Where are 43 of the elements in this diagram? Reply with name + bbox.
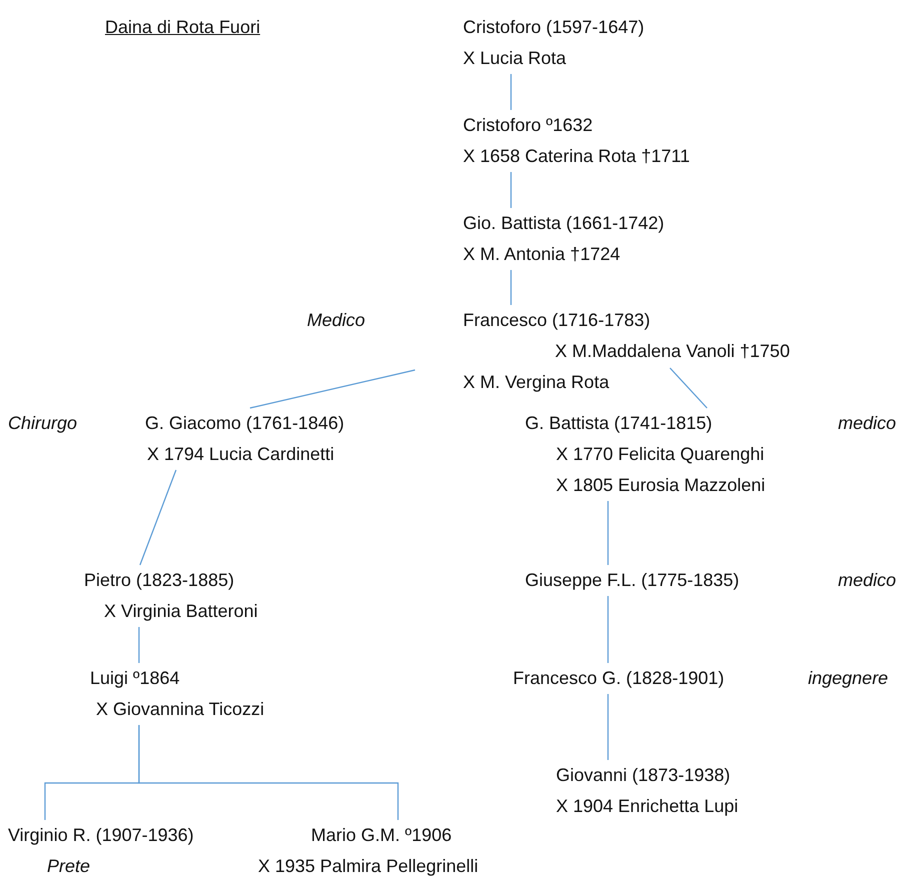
- connector-line: [138, 627, 140, 663]
- connector-line: [510, 172, 512, 208]
- person-name: Mario G.M. º1906: [311, 824, 452, 847]
- person-name: Luigi º1864: [90, 667, 180, 690]
- person-name: Giovanni (1873-1938): [556, 764, 730, 787]
- profession-label: ingegnere: [808, 667, 888, 690]
- marriage-entry: X M.Maddalena Vanoli †1750: [555, 340, 790, 363]
- connector-line: [250, 369, 416, 409]
- profession-label: medico: [838, 569, 896, 592]
- person-name: Francesco G. (1828-1901): [513, 667, 724, 690]
- marriage-entry: X 1770 Felicita Quarenghi: [556, 443, 764, 466]
- profession-label: medico: [838, 412, 896, 435]
- connector-line: [607, 596, 609, 663]
- marriage-entry: X 1658 Caterina Rota †1711: [463, 145, 690, 168]
- profession-label: Prete: [47, 855, 90, 878]
- person-name: G. Battista (1741-1815): [525, 412, 712, 435]
- marriage-entry: X 1805 Eurosia Mazzoleni: [556, 474, 766, 497]
- person-name: Pietro (1823-1885): [84, 569, 234, 592]
- connector-line: [138, 725, 399, 820]
- marriage-entry: X Giovannina Ticozzi: [96, 698, 264, 721]
- marriage-entry: X M. Vergina Rota: [463, 371, 610, 394]
- profession-label: Chirurgo: [8, 412, 78, 435]
- connector-line: [510, 74, 512, 110]
- connector-line: [139, 470, 177, 566]
- marriage-entry: X 1904 Enrichetta Lupi: [556, 795, 738, 818]
- person-name: Virginio R. (1907-1936): [8, 824, 194, 847]
- marriage-entry: X Virginia Batteroni: [104, 600, 258, 623]
- marriage-entry: X 1935 Palmira Pellegrinelli: [258, 855, 478, 878]
- connector-line: [607, 501, 609, 565]
- person-name: G. Giacomo (1761-1846): [145, 412, 344, 435]
- title: Daina di Rota Fuori: [105, 16, 260, 39]
- marriage-entry: X Lucia Rota: [463, 47, 566, 70]
- person-name: Cristoforo (1597-1647): [463, 16, 644, 39]
- person-name: Gio. Battista (1661-1742): [463, 212, 664, 235]
- person-name: Cristoforo º1632: [463, 114, 593, 137]
- profession-label: Medico: [307, 309, 366, 332]
- marriage-entry: X M. Antonia †1724: [463, 243, 620, 266]
- connector-line: [670, 368, 708, 408]
- connector-line: [510, 270, 512, 305]
- person-name: Francesco (1716-1783): [463, 309, 650, 332]
- connector-line: [607, 694, 609, 760]
- marriage-entry: X 1794 Lucia Cardinetti: [147, 443, 334, 466]
- person-name: Giuseppe F.L. (1775-1835): [525, 569, 740, 592]
